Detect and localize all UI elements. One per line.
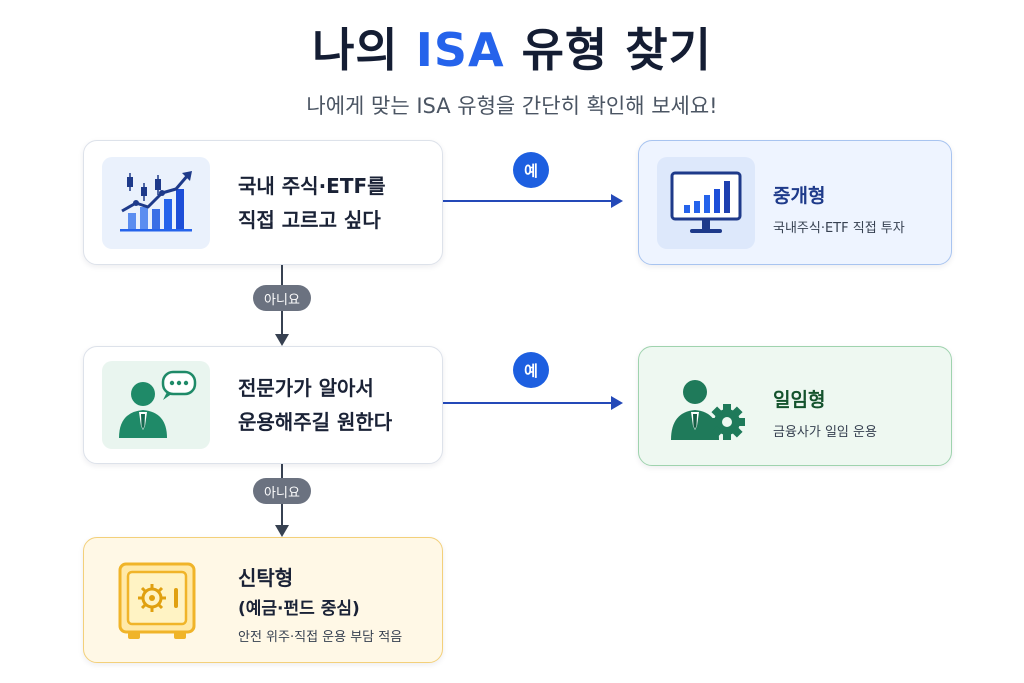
result-box-brokerage: 중개형 국내주식·ETF 직접 투자: [638, 140, 952, 265]
question-box-2: 전문가가 알아서 운용해주길 원한다: [83, 346, 443, 464]
yes-badge-2: 예: [513, 352, 549, 388]
result-box-discretionary: 일임형 금융사가 일임 운용: [638, 346, 952, 466]
no-badge-1: 아니요: [253, 285, 311, 311]
stock-chart-icon: [120, 171, 192, 232]
yes-arrow-1: [443, 194, 623, 208]
no-badge-2: 아니요: [253, 478, 311, 504]
result-box-trust: 신탁형 (예금·펀드 중심) 안전 위주·직접 운용 부담 적음: [83, 537, 443, 663]
result-subtitle-trust: (예금·펀드 중심): [238, 599, 360, 619]
title-suffix: 유형 찾기: [504, 23, 712, 77]
result-icon-tile-brokerage: [657, 157, 755, 249]
question-line: 운용해주길 원한다: [238, 410, 393, 434]
result-desc-discretionary: 금융사가 일임 운용: [773, 425, 877, 440]
question-line: 국내 주식·ETF를: [238, 174, 386, 198]
question-icon-tile-2: [102, 361, 210, 449]
result-desc-trust: 안전 위주·직접 운용 부담 적음: [238, 630, 403, 645]
yes-arrow-2: [443, 396, 623, 410]
page-subtitle: 나에게 맞는 ISA 유형을 간단히 확인해 보세요!: [306, 94, 718, 118]
question-line: 직접 고르고 싶다: [238, 208, 381, 232]
page-title: 나의 ISA 유형 찾기: [0, 14, 1024, 80]
manager-gear-icon: [671, 380, 745, 440]
question-text-2: 전문가가 알아서 운용해주길 원한다: [238, 371, 392, 439]
title-prefix: 나의: [312, 23, 416, 77]
monitor-chart-icon: [670, 171, 742, 233]
yes-badge-1: 예: [513, 152, 549, 188]
question-text-1: 국내 주식·ETF를 직접 고르고 싶다: [238, 169, 386, 237]
result-desc-brokerage: 국내주식·ETF 직접 투자: [773, 221, 905, 236]
question-line: 전문가가 알아서: [238, 376, 374, 400]
result-icon-tile-trust: [104, 552, 210, 650]
result-title-trust: 신탁형: [238, 566, 294, 590]
result-title-discretionary: 일임형: [773, 389, 826, 411]
title-accent: ISA: [415, 23, 505, 77]
advisor-chat-icon: [119, 370, 197, 438]
question-icon-tile-1: [102, 157, 210, 249]
result-title-brokerage: 중개형: [773, 185, 826, 207]
safe-icon: [118, 562, 196, 639]
question-box-1: 국내 주식·ETF를 직접 고르고 싶다: [83, 140, 443, 265]
